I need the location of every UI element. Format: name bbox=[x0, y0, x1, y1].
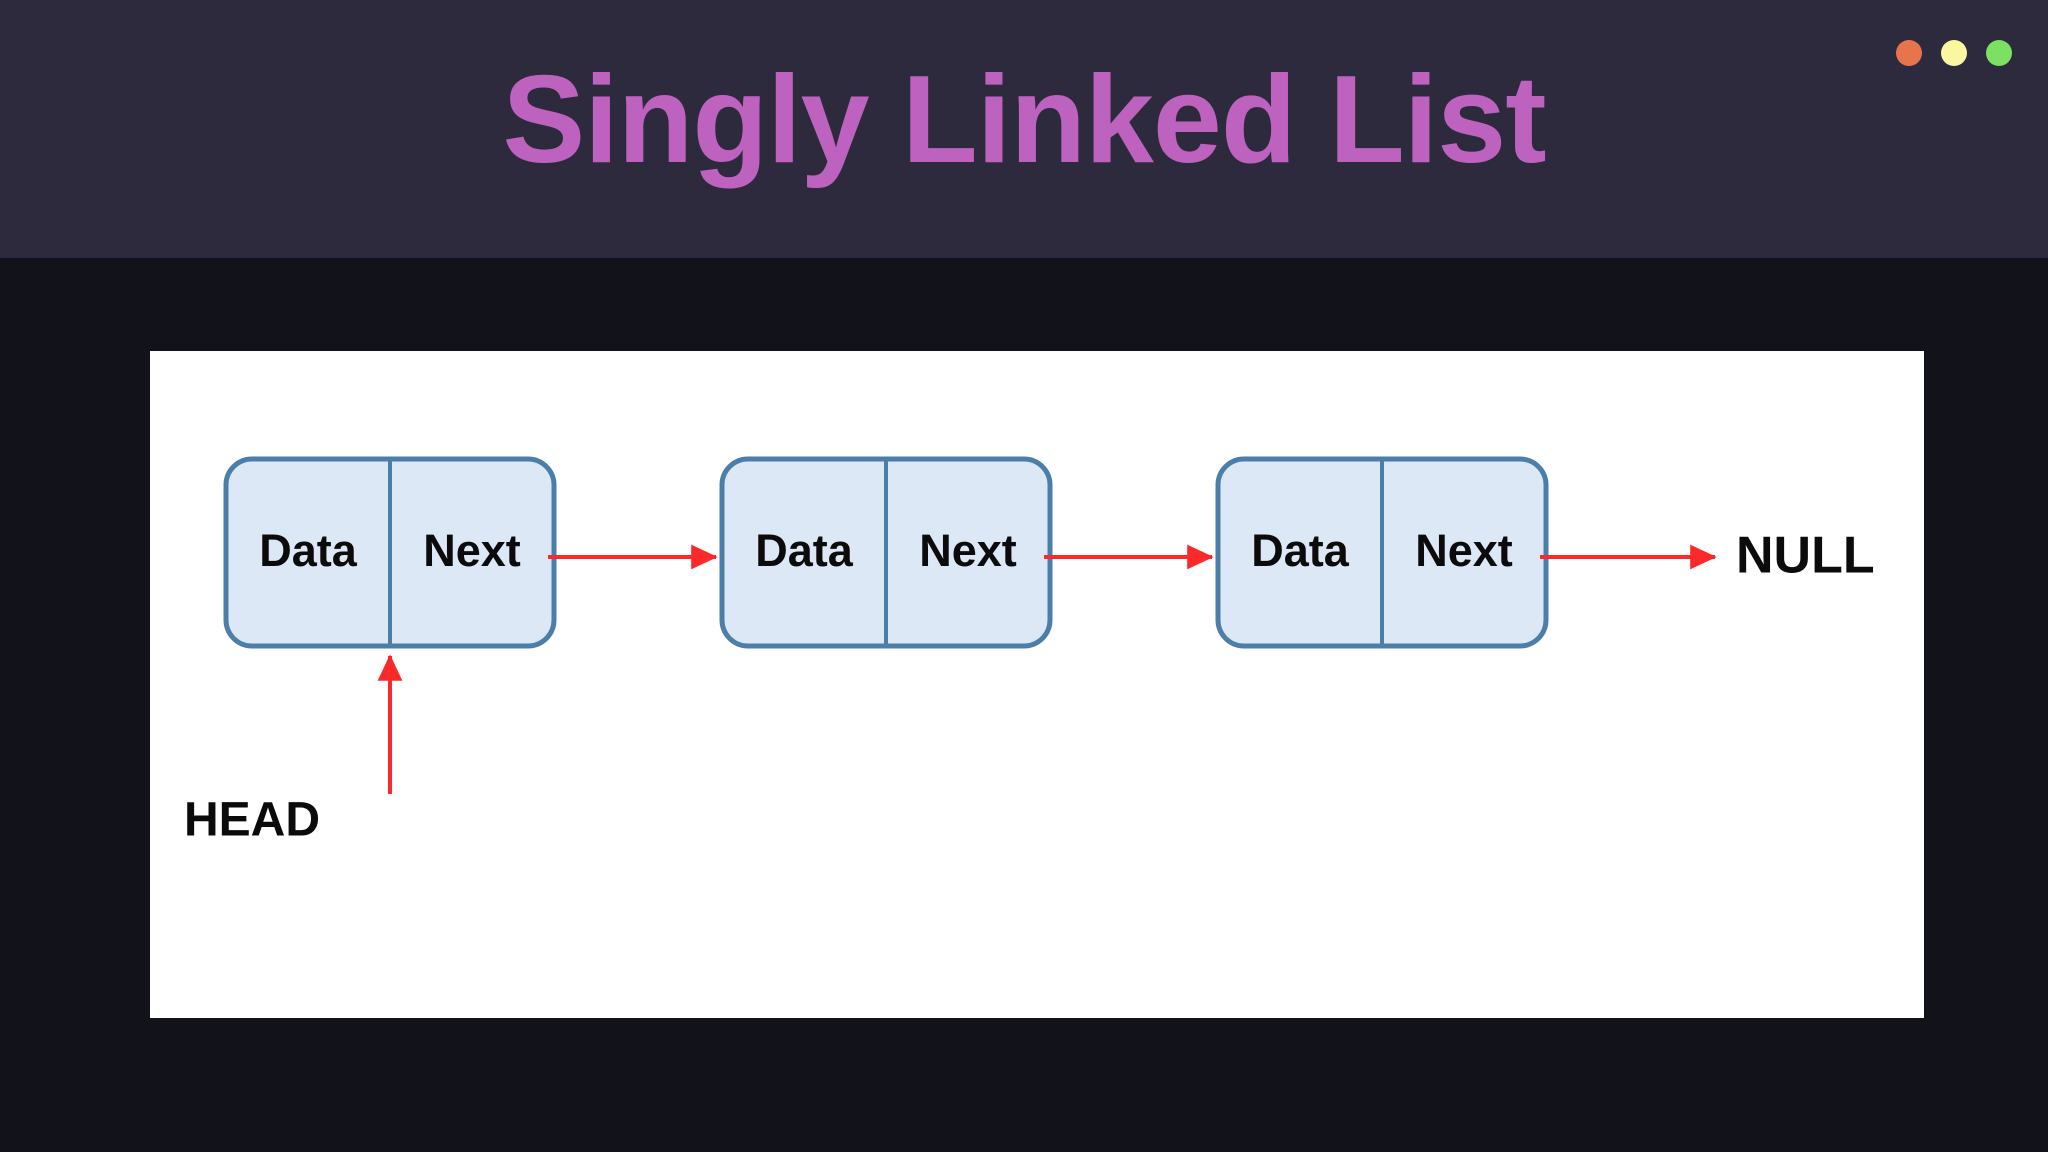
node-2-data-label: Data bbox=[755, 525, 854, 576]
node-2-next-label: Next bbox=[919, 525, 1017, 576]
null-terminator-label: NULL bbox=[1736, 527, 1875, 585]
list-node-2[interactable]: Data Next bbox=[719, 456, 1053, 649]
minimize-window-button[interactable] bbox=[1941, 40, 1967, 66]
node-1-next-label: Next bbox=[423, 525, 521, 576]
diagram-canvas: Data Next Data Next Data Next bbox=[150, 351, 1924, 1018]
close-window-button[interactable] bbox=[1896, 40, 1922, 66]
window-controls bbox=[1896, 40, 2012, 66]
maximize-window-button[interactable] bbox=[1986, 40, 2012, 66]
list-node-3[interactable]: Data Next bbox=[1215, 456, 1549, 649]
node-3-data-label: Data bbox=[1251, 525, 1350, 576]
node-3-next-label: Next bbox=[1415, 525, 1513, 576]
linked-list-diagram: Data Next Data Next Data Next bbox=[184, 456, 1875, 847]
title-bar: Singly Linked List bbox=[0, 0, 2048, 258]
node-1-data-label: Data bbox=[259, 525, 358, 576]
head-pointer-label: HEAD bbox=[184, 794, 320, 847]
list-node-1[interactable]: Data Next bbox=[223, 456, 557, 649]
page-title: Singly Linked List bbox=[502, 51, 1546, 189]
